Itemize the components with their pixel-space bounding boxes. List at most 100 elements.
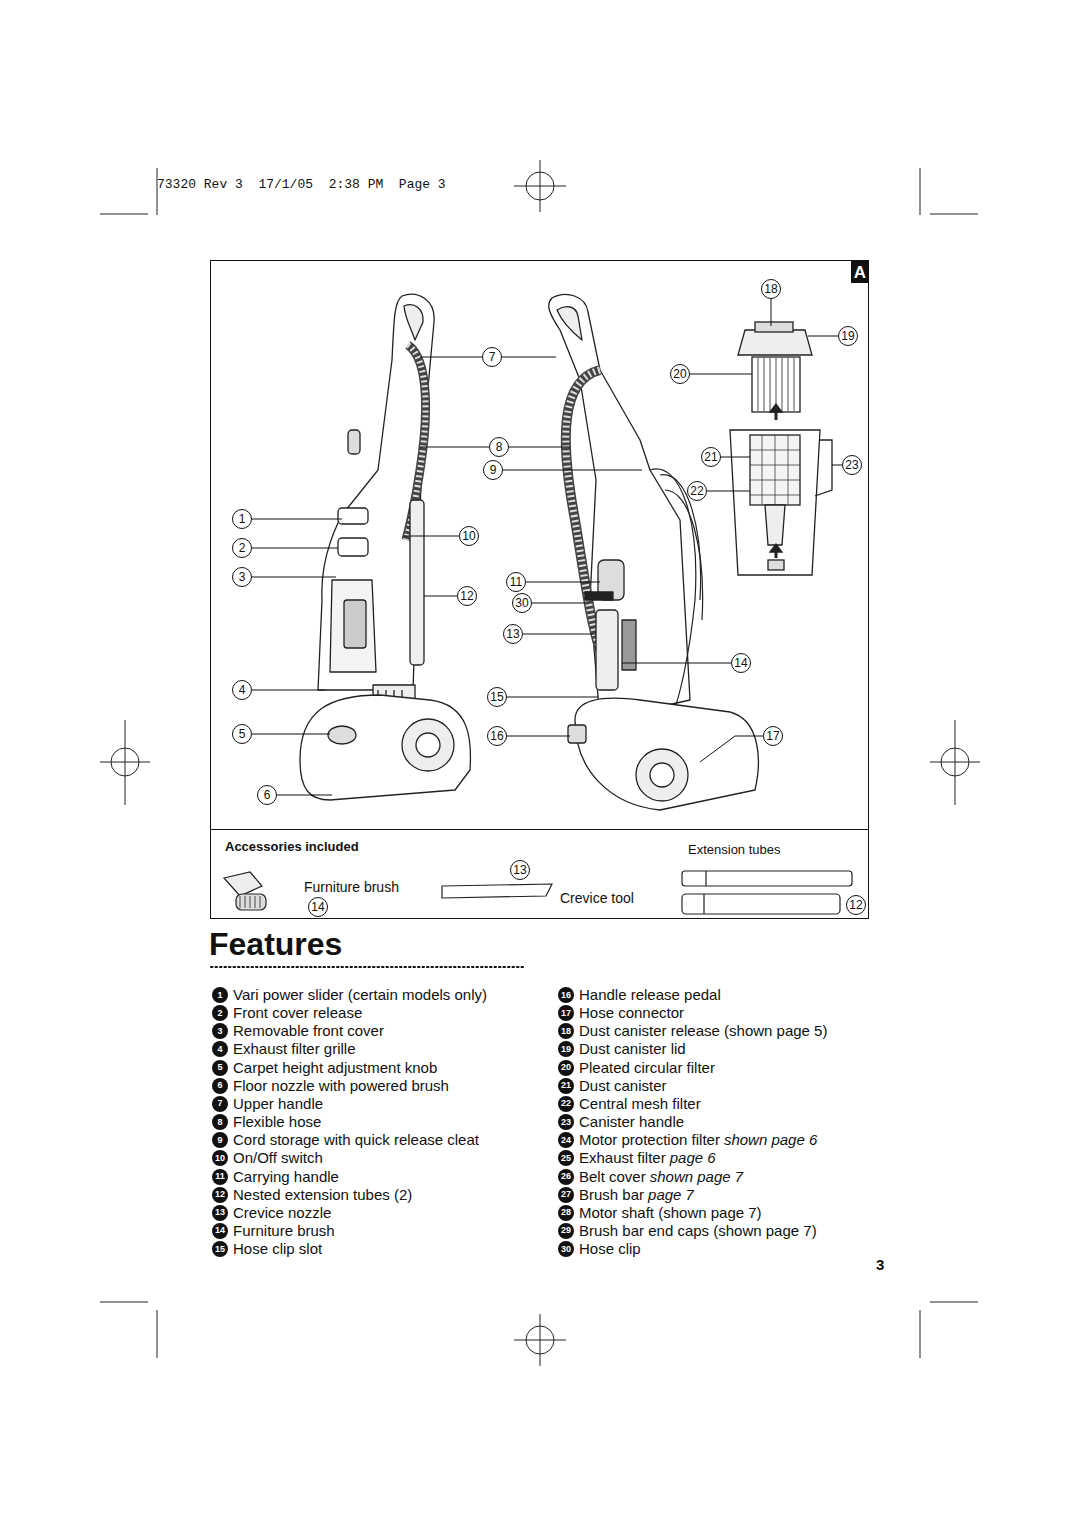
callout-number: 5 — [212, 1060, 228, 1076]
feature-label: On/Off switch — [233, 1149, 323, 1167]
callout-number: 17 — [763, 726, 783, 746]
callout-number: 7 — [482, 347, 502, 367]
callout-number: 28 — [558, 1205, 574, 1221]
callout-number: 5 — [232, 724, 252, 744]
feature-label: Exhaust filter — [579, 1149, 666, 1167]
page-title: Features — [209, 925, 342, 963]
callout-number: 10 — [459, 526, 479, 546]
feature-label: Crevice nozzle — [233, 1204, 331, 1222]
callout-text: 9 — [490, 464, 497, 476]
feature-label: Hose connector — [579, 1004, 684, 1022]
callout-text: 17 — [766, 730, 779, 742]
feature-label: Motor shaft (shown page 7) — [579, 1204, 762, 1222]
callout-text: 22 — [561, 1099, 571, 1108]
feature-label: Belt cover — [579, 1168, 646, 1186]
callout-text: 1 — [239, 513, 246, 525]
callout-number: 1 — [232, 509, 252, 529]
callout-text: 7 — [217, 1099, 222, 1108]
callout-text: 20 — [673, 368, 686, 380]
callout-number: 23 — [558, 1114, 574, 1130]
callout-text: 6 — [264, 789, 271, 801]
callout-text: 23 — [561, 1118, 571, 1127]
callout-text: 29 — [561, 1226, 571, 1235]
callout-text: 18 — [764, 283, 777, 295]
callout-text: 11 — [510, 576, 522, 588]
callout-number: 16 — [487, 726, 507, 746]
callout-number: 22 — [558, 1096, 574, 1112]
feature-label: Extension tubes — [688, 841, 781, 859]
feature-label: Handle release pedal — [579, 986, 721, 1004]
callout-number: 16 — [558, 987, 574, 1003]
callout-number: 9 — [483, 460, 503, 480]
callout-number: 15 — [212, 1241, 228, 1257]
print-slug: 73320 Rev 3 17/1/05 2:38 PM Page 3 — [157, 176, 446, 194]
feature-label: Crevice tool — [560, 889, 634, 907]
callout-number: 18 — [761, 279, 781, 299]
callout-number: 14 — [308, 897, 328, 917]
callout-text: 6 — [217, 1081, 222, 1090]
callout-text: 28 — [561, 1208, 571, 1217]
feature-label: 3 — [876, 1256, 884, 1274]
callout-text: 23 — [845, 459, 858, 471]
feature-label: Vari power slider (certain models only) — [233, 986, 487, 1004]
feature-label: Floor nozzle with powered brush — [233, 1077, 449, 1095]
feature-label: Pleated circular filter — [579, 1059, 715, 1077]
callout-number: 23 — [842, 455, 862, 475]
feature-label: Dust canister release (shown page 5) — [579, 1022, 827, 1040]
callout-text: 12 — [215, 1190, 225, 1199]
feature-label: Flexible hose — [233, 1113, 321, 1131]
callout-number: 12 — [846, 895, 866, 915]
callout-number: 22 — [687, 481, 707, 501]
feature-label: Dust canister — [579, 1077, 667, 1095]
section-label: Accessories included — [225, 838, 359, 856]
callout-text: 12 — [460, 590, 473, 602]
feature-label: Nested extension tubes (2) — [233, 1186, 412, 1204]
callout-text: 30 — [515, 597, 528, 609]
callout-number: 9 — [212, 1132, 228, 1148]
feature-label: Hose clip slot — [233, 1240, 322, 1258]
callout-number: 26 — [558, 1169, 574, 1185]
feature-label: Hose clip — [579, 1240, 641, 1258]
callout-text: 3 — [239, 571, 246, 583]
callout-text: 5 — [239, 728, 246, 740]
callout-text: 14 — [734, 657, 747, 669]
feature-label: Motor protection filter — [579, 1131, 720, 1149]
feature-label: Brush bar end caps (shown page 7) — [579, 1222, 817, 1240]
callout-number: 29 — [558, 1223, 574, 1239]
callout-number: 27 — [558, 1187, 574, 1203]
callout-number: 15 — [487, 687, 507, 707]
feature-label: Exhaust filter grille — [233, 1040, 356, 1058]
callout-text: 14 — [215, 1226, 225, 1235]
callout-number: 19 — [838, 326, 858, 346]
feature-label: Carpet height adjustment knob — [233, 1059, 437, 1077]
callout-text: 13 — [513, 864, 526, 876]
callout-text: 17 — [561, 1009, 571, 1018]
callout-text: 15 — [215, 1245, 225, 1254]
callout-number: 12 — [212, 1187, 228, 1203]
figure-tag: A — [851, 261, 869, 283]
callout-text: A — [854, 264, 866, 281]
callout-number: 20 — [670, 364, 690, 384]
callout-text: 4 — [239, 684, 246, 696]
callout-number: 2 — [232, 538, 252, 558]
callout-number: 25 — [558, 1150, 574, 1166]
callout-number: 4 — [232, 680, 252, 700]
callout-number: 6 — [257, 785, 277, 805]
feature-label: Cord storage with quick release cleat — [233, 1131, 479, 1149]
callout-text: 8 — [217, 1118, 222, 1127]
callout-number: 13 — [510, 860, 530, 880]
callout-text: 21 — [704, 451, 717, 463]
feature-label: Dust canister lid — [579, 1040, 686, 1058]
callout-text: 25 — [561, 1154, 571, 1163]
callout-text: 13 — [215, 1208, 225, 1217]
callout-number: 2 — [212, 1005, 228, 1021]
callout-number: 13 — [503, 624, 523, 644]
callout-text: 4 — [217, 1045, 222, 1054]
callout-number: 4 — [212, 1041, 228, 1057]
callout-text: 22 — [690, 485, 703, 497]
callout-text: 10 — [215, 1154, 225, 1163]
callout-text: 18 — [561, 1027, 571, 1036]
feature-label: Furniture brush — [304, 878, 399, 896]
